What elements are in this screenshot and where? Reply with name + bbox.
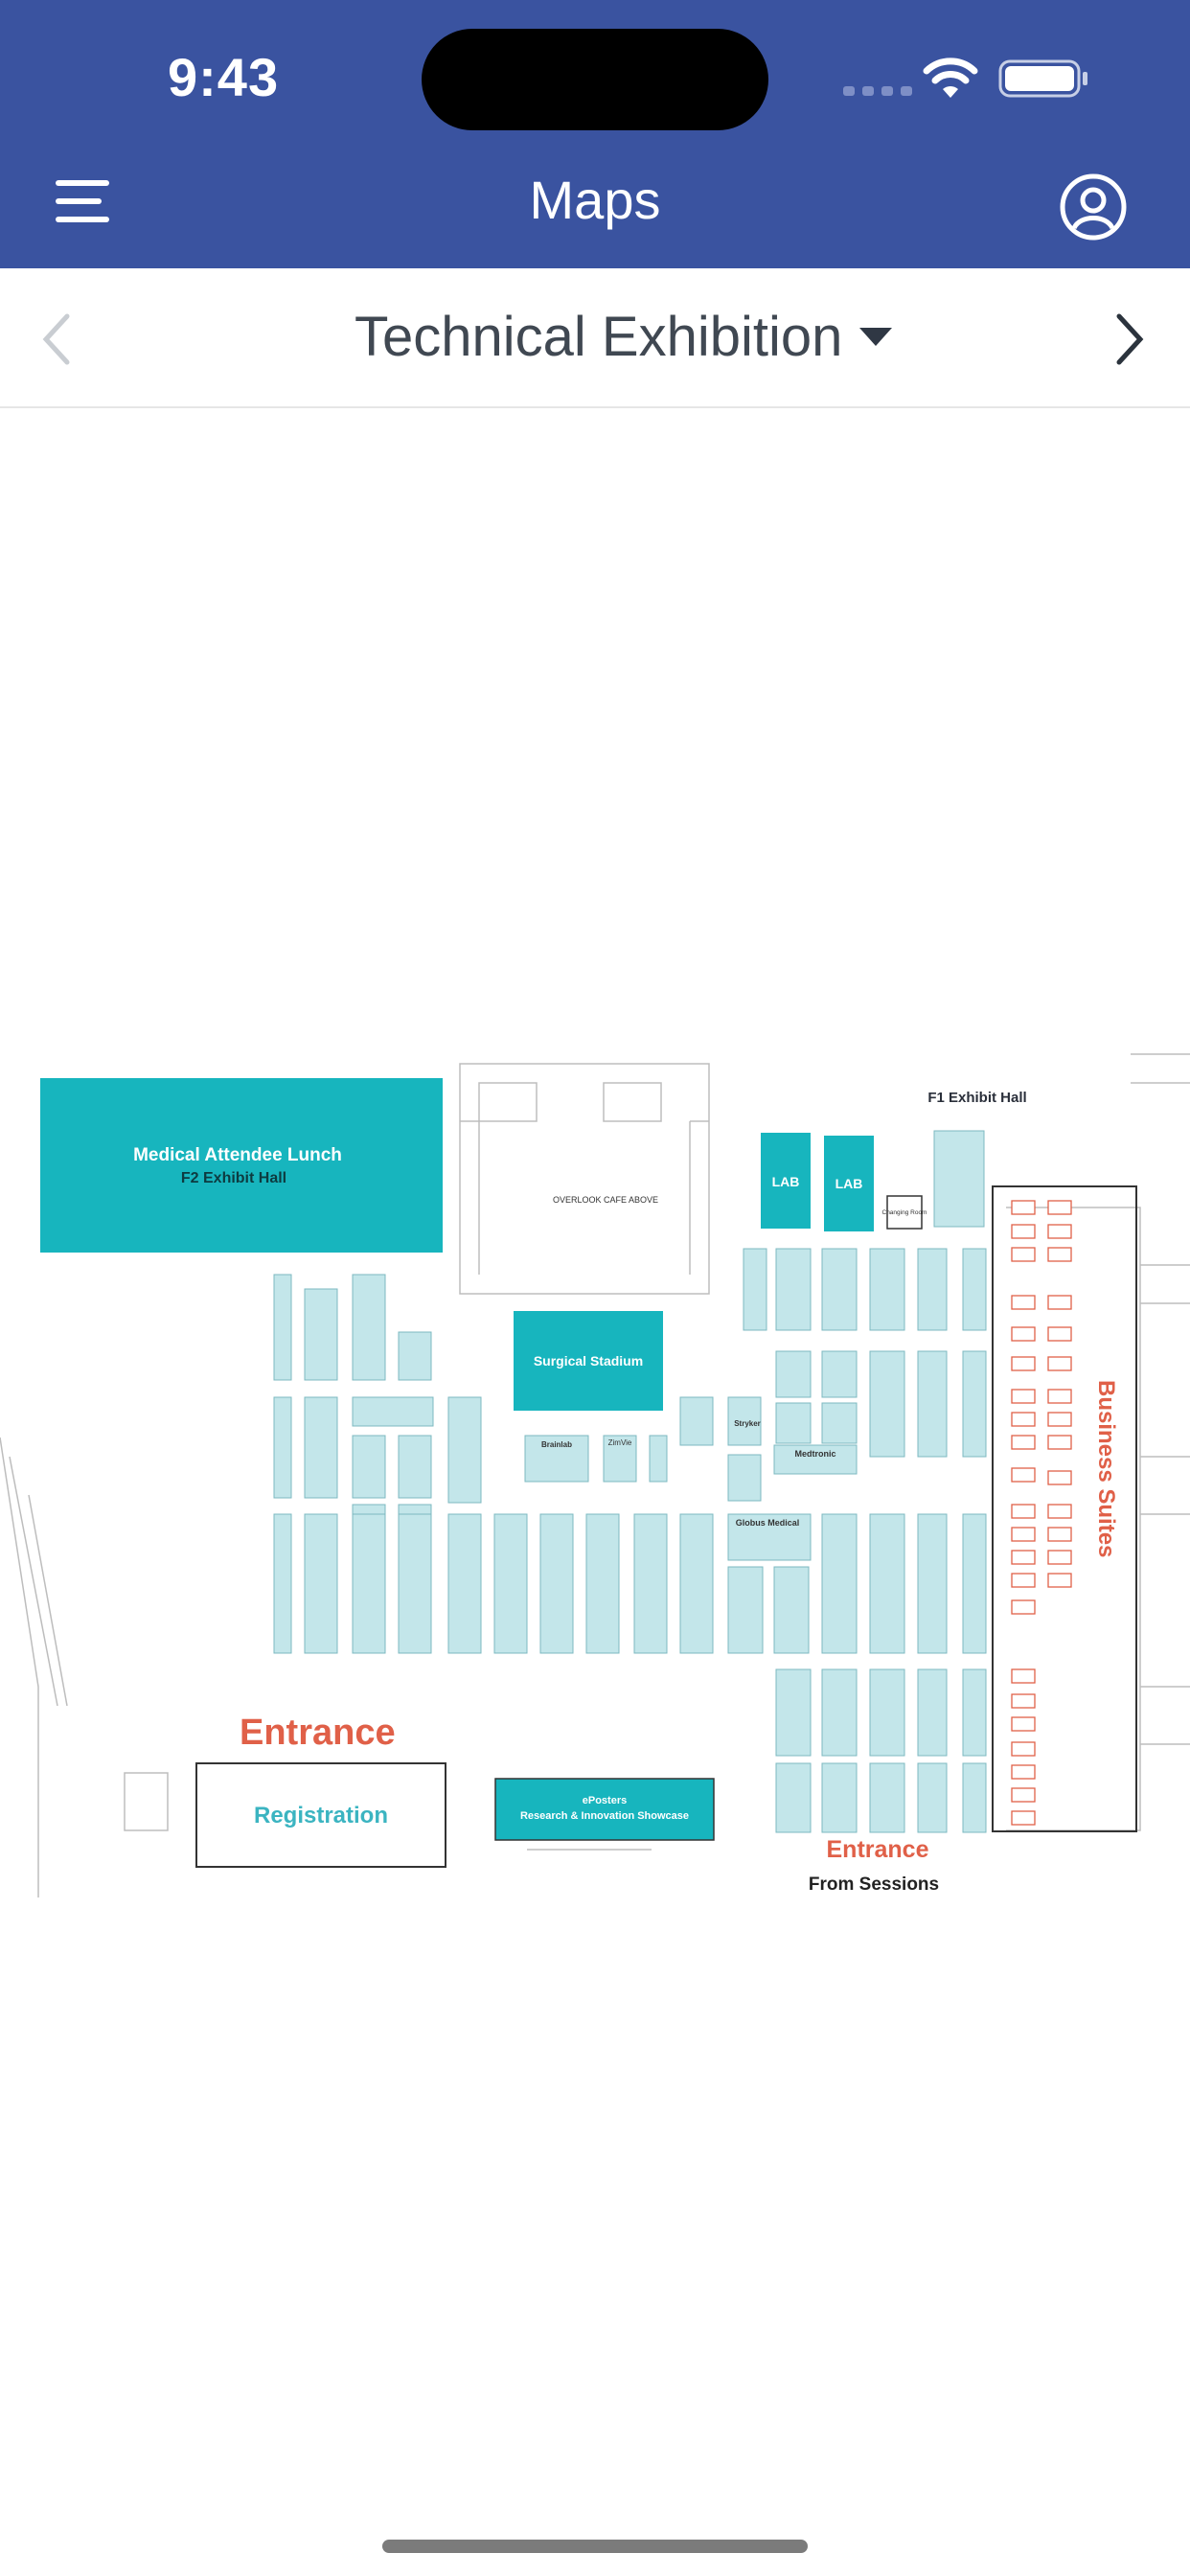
eposters-label: ePosters (583, 1795, 627, 1806)
lab-2[interactable]: LAB (824, 1136, 874, 1231)
app-header: 9:43 Maps (0, 0, 1190, 268)
surgical-stadium-label: Surgical Stadium (534, 1353, 643, 1368)
eposters-subtitle: Research & Innovation Showcase (520, 1810, 689, 1822)
status-time: 9:43 (168, 47, 280, 107)
menu-line (56, 217, 109, 222)
changing-room[interactable]: Changing Room (882, 1195, 927, 1230)
lab-1[interactable]: LAB (761, 1133, 811, 1229)
lab-2-label: LAB (835, 1176, 863, 1191)
menu-line (56, 198, 102, 204)
from-sessions-label: From Sessions (809, 1874, 939, 1895)
page-title: Maps (529, 170, 661, 230)
registration-area[interactable]: Registration (195, 1762, 446, 1868)
map-title[interactable]: Technical Exhibition (355, 306, 843, 368)
booth-grid-lower[interactable] (273, 1513, 987, 1654)
medical-lunch-label: Medical Attendee Lunch (133, 1145, 342, 1165)
wifi-icon (923, 58, 978, 98)
booth-grid-right[interactable] (743, 1248, 987, 1475)
f2-hall-label: F2 Exhibit Hall (181, 1170, 286, 1186)
dropdown-caret-icon[interactable] (859, 328, 892, 346)
entrance-right-label: Entrance (827, 1836, 929, 1863)
eposters-area[interactable]: ePosters Research & Innovation Showcase (494, 1778, 715, 1841)
map-selector: Technical Exhibition (0, 268, 1190, 408)
home-indicator (382, 2540, 808, 2553)
business-suites-label: Business Suites (1093, 1380, 1119, 1557)
changing-room-label: Changing Room (882, 1209, 927, 1216)
overlook-cafe-label: OVERLOOK CAFE ABOVE (553, 1195, 658, 1205)
booth-4739[interactable] (933, 1130, 985, 1228)
medtronic-label: Medtronic (794, 1449, 835, 1459)
f1-hall-label: F1 Exhibit Hall (927, 1090, 1026, 1106)
floor-plan-map[interactable]: OVERLOOK CAFE ABOVE Medical Attendee Lun… (0, 1035, 1190, 1898)
battery-icon (998, 59, 1087, 98)
surgical-stadium[interactable]: Surgical Stadium (514, 1311, 663, 1411)
stryker-label: Stryker (734, 1419, 761, 1428)
menu-button[interactable] (56, 180, 109, 222)
next-map-chevron-icon[interactable] (1111, 310, 1150, 368)
entrance-left-label: Entrance (240, 1713, 396, 1753)
globus-medical-label: Globus Medical (736, 1518, 800, 1528)
brainlab-label: Brainlab (541, 1440, 572, 1449)
dynamic-island (422, 29, 768, 130)
building-outline (0, 1053, 1190, 1898)
medical-attendee-lunch-area[interactable]: Medical Attendee Lunch F2 Exhibit Hall (40, 1078, 443, 1253)
menu-line (56, 180, 109, 186)
zimvie-label: ZimVie (608, 1438, 632, 1447)
previous-map-chevron-icon[interactable] (36, 310, 75, 368)
booth-grid-bottom[interactable] (775, 1668, 987, 1833)
business-suites[interactable]: Business Suites (992, 1185, 1137, 1832)
registration-label: Registration (254, 1803, 388, 1828)
cellular-signal-icon (843, 86, 912, 96)
profile-icon[interactable] (1059, 172, 1128, 242)
lab-1-label: LAB (772, 1174, 800, 1189)
